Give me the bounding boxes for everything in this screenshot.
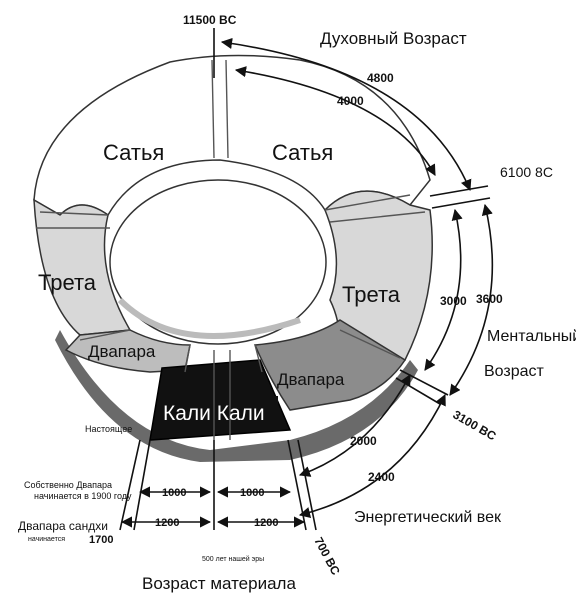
satya-left-label: Сатья [103, 140, 164, 165]
dvapara-right-label: Двапара [277, 370, 345, 389]
date-700-bc: 700 BC [311, 535, 343, 578]
dvapara-1900-line2: начинается в 1900 году [34, 491, 132, 501]
ring-inner-hole [109, 179, 327, 345]
dvapara-left-label: Двапара [88, 342, 156, 361]
dvapara-left-segment [64, 329, 191, 373]
begins-label: начинается [28, 536, 65, 543]
value-1200-left: 1200 [155, 517, 179, 529]
date-1700: 1700 [89, 534, 113, 546]
value-4800: 4800 [367, 71, 394, 85]
value-4000: 4000 [337, 94, 364, 108]
ad-500-label: 500 лет нашей эры [202, 555, 264, 563]
inner-lip [117, 297, 301, 339]
kali-label-box [160, 396, 278, 430]
dimension-lines [119, 28, 494, 531]
treta-right-label: Трета [342, 282, 401, 307]
date-6100-bc: 6100 8C [500, 164, 553, 180]
treta-left-segment [33, 198, 132, 336]
value-3600: 3600 [476, 292, 503, 306]
date-3100-bc: 3100 BC [451, 407, 499, 443]
date-11500-bc: 11500 BC [183, 13, 237, 27]
value-2000: 2000 [350, 434, 377, 448]
value-1000-left: 1000 [162, 487, 186, 499]
value-3000: 3000 [440, 294, 467, 308]
treta-left-label: Трета [38, 270, 97, 295]
value-2400: 2400 [368, 470, 395, 484]
mental-age-line1: Ментальный [487, 328, 576, 345]
kali-label: Кали Кали [163, 402, 265, 425]
material-age-label: Возраст материала [142, 574, 296, 593]
present-label: Настоящее [85, 424, 132, 434]
spiritual-age-label: Духовный Возраст [320, 29, 467, 48]
value-1000-right: 1000 [240, 487, 264, 499]
treta-right-segment [324, 190, 433, 361]
energy-age-label: Энергетический век [354, 509, 502, 526]
dvapara-sandhi-label: Двапара сандхи [18, 519, 108, 533]
satya-right-label: Сатья [272, 140, 333, 165]
value-1200-right: 1200 [254, 517, 278, 529]
mental-age-line2: Возраст [484, 363, 545, 380]
dvapara-1900-line1: Собственно Двапара [24, 480, 112, 490]
